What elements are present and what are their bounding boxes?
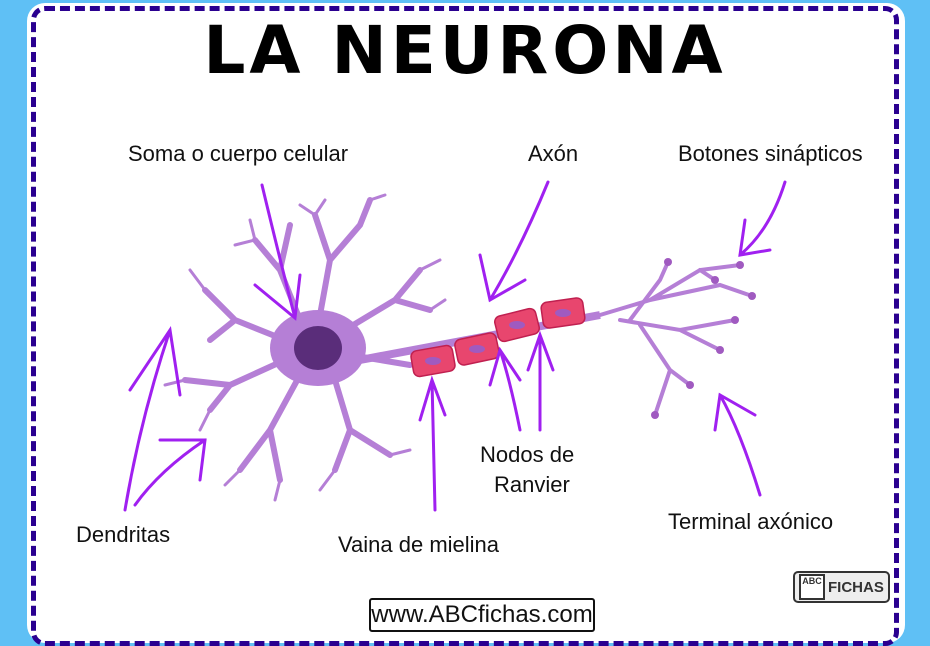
label-soma: Soma o cuerpo celular <box>128 141 349 166</box>
label-terminal-axonico: Terminal axónico <box>668 509 834 534</box>
abc-cube-icon: ABC <box>799 574 825 600</box>
nucleus <box>294 326 342 370</box>
label-nodos-line1: Nodos de <box>480 442 575 467</box>
myelin-sheath <box>410 297 586 378</box>
label-botones-sinapticos: Botones sinápticos <box>678 141 863 166</box>
label-arrows <box>123 180 787 512</box>
dendrite-twigs <box>163 193 447 502</box>
label-axon: Axón <box>528 141 579 166</box>
label-vaina-mielina: Vaina de mielina <box>338 532 500 557</box>
abcfichas-logo: ABC FICHAS <box>793 571 890 603</box>
website-url: www.ABCfichas.com <box>369 598 595 632</box>
label-nodos-line2: Ranvier <box>494 472 570 497</box>
axon-terminals <box>588 260 754 417</box>
neuron-illustration <box>123 180 787 512</box>
label-dendritas: Dendritas <box>76 522 171 547</box>
card <box>27 3 905 643</box>
logo-text: FICHAS <box>828 578 884 596</box>
page-title: LA NEURONA <box>203 12 727 89</box>
